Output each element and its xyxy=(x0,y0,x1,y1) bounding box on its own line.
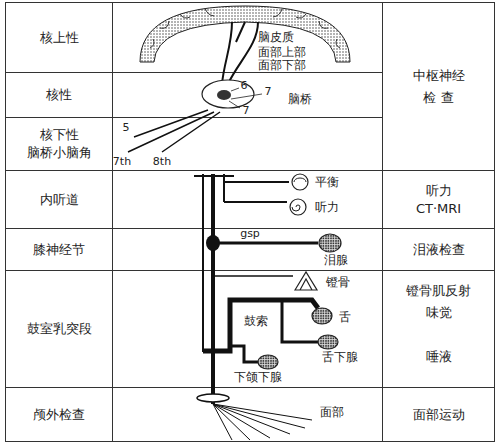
cell-text: CT·MRI xyxy=(416,200,461,218)
gsp-nerve xyxy=(219,242,318,245)
part-label: 脑桥 xyxy=(288,93,312,106)
callout-number: 7th xyxy=(113,156,131,168)
cochlea-icon xyxy=(292,205,300,211)
part-label: 鼓索 xyxy=(244,315,268,328)
table-cell: 听力CT·MRI xyxy=(382,170,495,229)
table-cell: 中枢神经检 查 xyxy=(382,2,495,171)
pons xyxy=(202,80,254,108)
part-label: 舌下腺 xyxy=(322,351,358,364)
cell-text: 内听道 xyxy=(40,191,79,209)
cochlea-icon xyxy=(290,199,306,215)
table-cell: 泪液检查 xyxy=(382,228,495,271)
corticobulbar-tract xyxy=(222,22,258,84)
geniculate-ganglion xyxy=(206,235,220,251)
part-label: 泪腺 xyxy=(324,254,348,267)
cell-text: 听力 xyxy=(426,182,452,200)
cell-text: 颅外检查 xyxy=(33,406,85,424)
cell-text: 脑桥小脑角 xyxy=(27,144,92,162)
cell-text: 唾液 xyxy=(426,348,452,366)
cell-text: 核上性 xyxy=(40,29,79,47)
part-label: 下颌下腺 xyxy=(234,371,282,384)
sublingual-gland-icon xyxy=(318,335,338,349)
callout-number: 7 xyxy=(265,86,272,98)
part-label: 听力 xyxy=(315,201,339,214)
cell-text: 核下性 xyxy=(40,126,79,144)
chorda-branch xyxy=(230,300,318,362)
lacrimal-gland-icon xyxy=(319,234,341,252)
part-label: 舌 xyxy=(339,311,351,324)
part-label: 脑皮质 xyxy=(258,31,294,44)
table-cell: 核性 xyxy=(5,72,113,118)
nervus-intermedius xyxy=(202,174,204,352)
callout-number: 7 xyxy=(243,105,250,117)
facial-branches xyxy=(213,404,312,440)
table-cell: 核下性脑桥小脑角 xyxy=(5,117,113,171)
vestibulocochlear-nerve xyxy=(224,174,289,202)
part-label: gsp xyxy=(240,228,260,240)
facial-nucleus xyxy=(217,90,231,100)
table-cell: 镫骨肌反射味觉唾液 xyxy=(382,270,495,388)
callout-number: 5 xyxy=(123,122,130,134)
vestibule-icon xyxy=(294,178,306,182)
cell-text: 味觉 xyxy=(426,304,452,322)
stylomastoid-foramen xyxy=(197,394,229,402)
stapedius-branch xyxy=(213,275,293,277)
brain-cortex xyxy=(140,6,350,62)
table-cell: 鼓室乳突段 xyxy=(5,270,113,388)
part-label: 平衡 xyxy=(315,176,339,189)
cranial-nerves xyxy=(128,110,220,152)
facial-nerve-trunk xyxy=(211,174,215,404)
cell-text: 泪液检查 xyxy=(413,241,465,259)
stapes-icon xyxy=(295,272,317,290)
cell-text: 核性 xyxy=(46,86,72,104)
table-cell: 膝神经节 xyxy=(5,228,113,271)
cell-text: 面部运动 xyxy=(413,406,465,424)
cell-text: 膝神经节 xyxy=(33,241,85,259)
cell-text: 镫骨肌反射 xyxy=(406,282,471,300)
callout-number: 8th xyxy=(153,156,171,168)
brain-gyri xyxy=(150,8,340,48)
vestibule-icon xyxy=(292,174,308,190)
callout-number: 6 xyxy=(241,80,248,92)
part-label: 面部下部 xyxy=(258,59,306,72)
table-cell: 核上性 xyxy=(5,2,113,73)
cell-text: 中枢神经 xyxy=(413,67,465,85)
table-cell: 面部运动 xyxy=(382,387,495,442)
table-grid xyxy=(113,3,382,442)
part-label: 面部上部 xyxy=(258,46,306,59)
cell-text: 检 查 xyxy=(423,89,453,107)
cell-text: 鼓室乳突段 xyxy=(27,320,92,338)
table-cell: 内听道 xyxy=(5,170,113,229)
submandibular-gland-icon xyxy=(258,355,278,369)
tongue-icon xyxy=(312,308,332,324)
part-label: 镫骨 xyxy=(326,276,350,289)
part-label: 面部 xyxy=(320,406,344,419)
table-cell: 颅外检查 xyxy=(5,387,113,442)
